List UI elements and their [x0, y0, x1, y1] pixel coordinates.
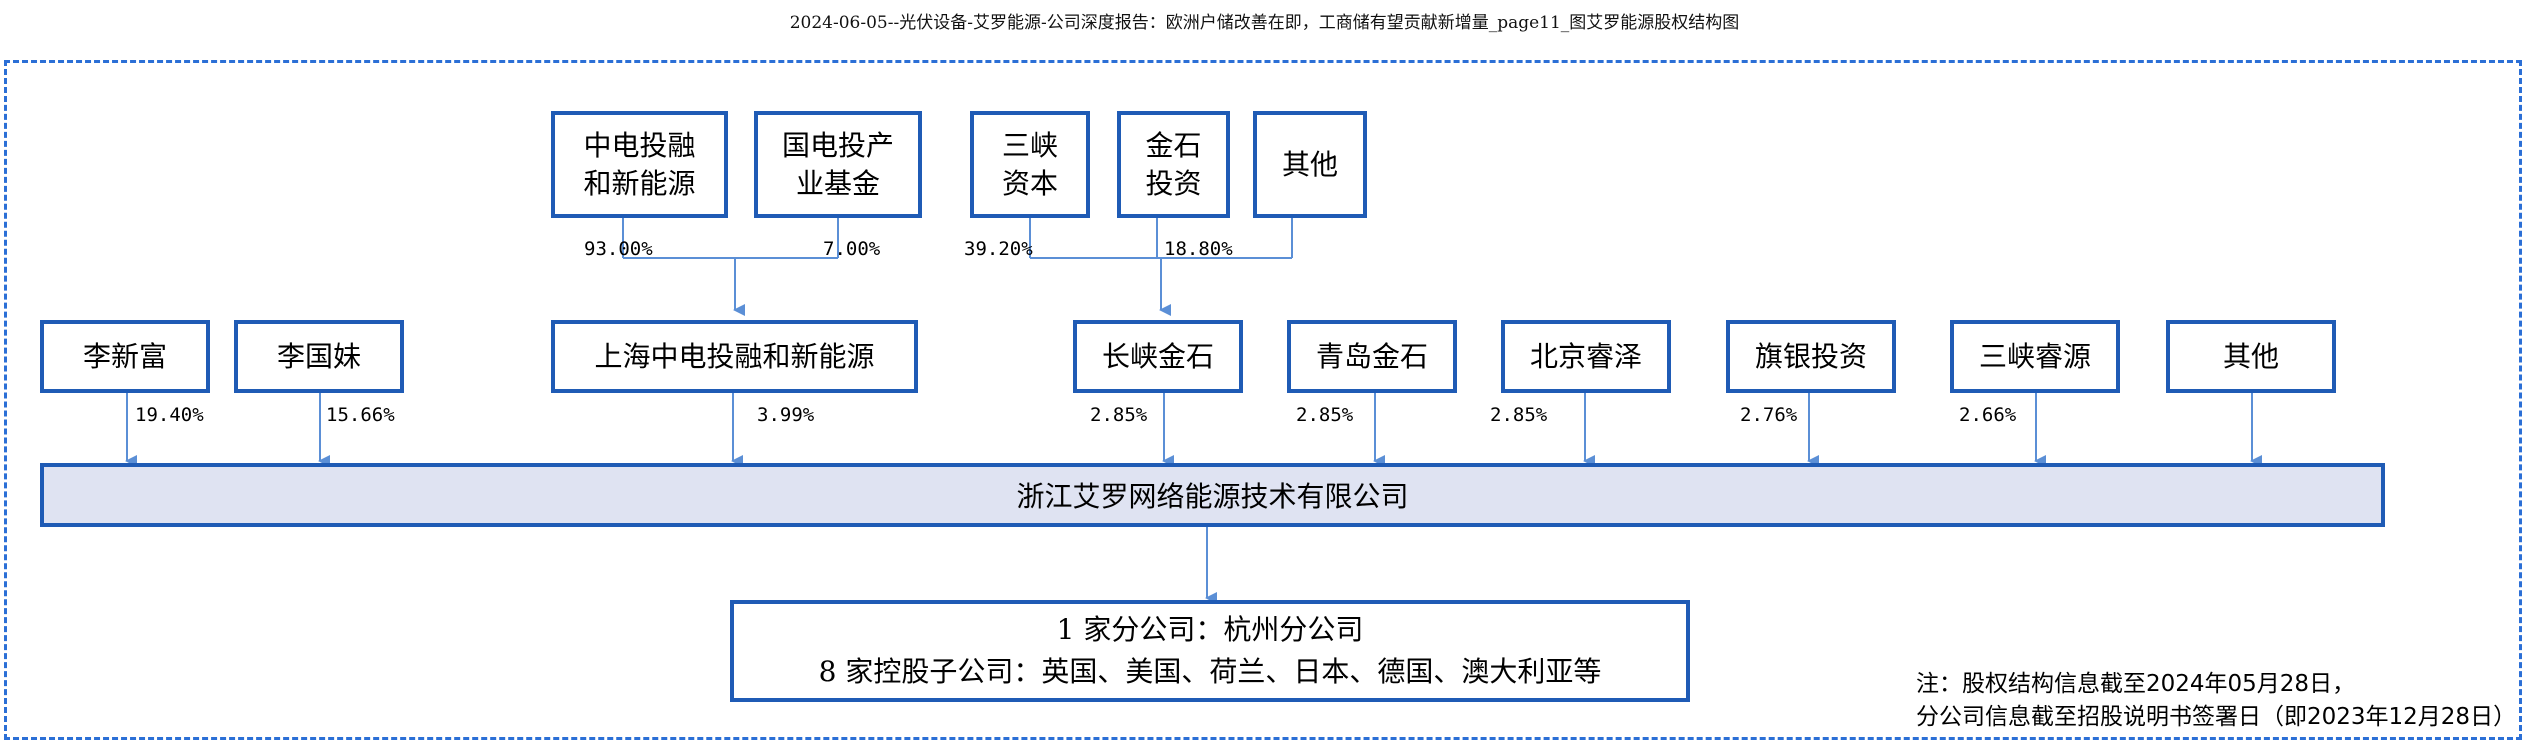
shareholder-changxia-jinshi: 长峡金石 — [1073, 320, 1243, 393]
holding-qingdao-jinshi: 2.85% — [1296, 404, 1354, 426]
holding-sanxia-ruiyuan: 2.66% — [1959, 404, 2017, 426]
subsidiaries-box: 1 家分公司：杭州分公司 8 家控股子公司：英国、美国、荷兰、日本、德国、澳大利… — [730, 600, 1690, 702]
shareholder-qiyin-invest: 旗银投资 — [1726, 320, 1896, 393]
holding-qiyin-invest: 2.76% — [1740, 404, 1798, 426]
pct-guodian: 7.00% — [823, 238, 881, 260]
shareholder-zhongdian-ronghe: 中电投融 和新能源 — [551, 111, 728, 218]
shareholder-jinshi-invest: 金石 投资 — [1117, 111, 1230, 218]
pct-sanxia-capital: 39.20% — [964, 238, 1033, 260]
company-box: 浙江艾罗网络能源技术有限公司 — [40, 463, 2385, 527]
holding-li-guomei: 15.66% — [326, 404, 395, 426]
shareholder-li-guomei: 李国妹 — [234, 320, 404, 393]
footnote-line-2: 分公司信息截至招股说明书签署日（即2023年12月28日） — [1916, 704, 2517, 730]
holding-shanghai-zhongdian: 3.99% — [757, 404, 815, 426]
branch-line: 1 家分公司：杭州分公司 — [1056, 613, 1364, 646]
shareholder-qingdao-jinshi: 青岛金石 — [1287, 320, 1457, 393]
pct-zhongdian: 93.00% — [584, 238, 653, 260]
shareholder-sanxia-ruiyuan: 三峡睿源 — [1950, 320, 2120, 393]
shareholder-sanxia-capital: 三峡 资本 — [970, 111, 1090, 218]
diagram-frame — [4, 60, 2522, 740]
page-title: 2024-06-05--光伏设备-艾罗能源-公司深度报告：欧洲户储改善在即，工商… — [789, 13, 1740, 33]
footnote-line-1: 注：股权结构信息截至2024年05月28日， — [1916, 671, 2356, 697]
holding-changxia-jinshi: 2.85% — [1090, 404, 1148, 426]
holding-li-xinfu: 19.40% — [135, 404, 204, 426]
shareholder-li-xinfu: 李新富 — [40, 320, 210, 393]
shareholder-others-top: 其他 — [1253, 111, 1367, 218]
shareholder-guodian-fund: 国电投产 业基金 — [754, 111, 922, 218]
pct-jinshi-invest: 18.80% — [1164, 238, 1233, 260]
shareholder-others: 其他 — [2166, 320, 2336, 393]
company-name: 浙江艾罗网络能源技术有限公司 — [1016, 480, 1409, 513]
holding-beijing-ruize: 2.85% — [1490, 404, 1548, 426]
shareholder-beijing-ruize: 北京睿泽 — [1501, 320, 1671, 393]
footnote: 注：股权结构信息截至2024年05月28日， 分公司信息截至招股说明书签署日（即… — [1916, 668, 2516, 734]
shareholder-shanghai-zhongdian: 上海中电投融和新能源 — [551, 320, 918, 393]
holding-subsidiaries-line: 8 家控股子公司：英国、美国、荷兰、日本、德国、澳大利亚等 — [818, 655, 1602, 688]
